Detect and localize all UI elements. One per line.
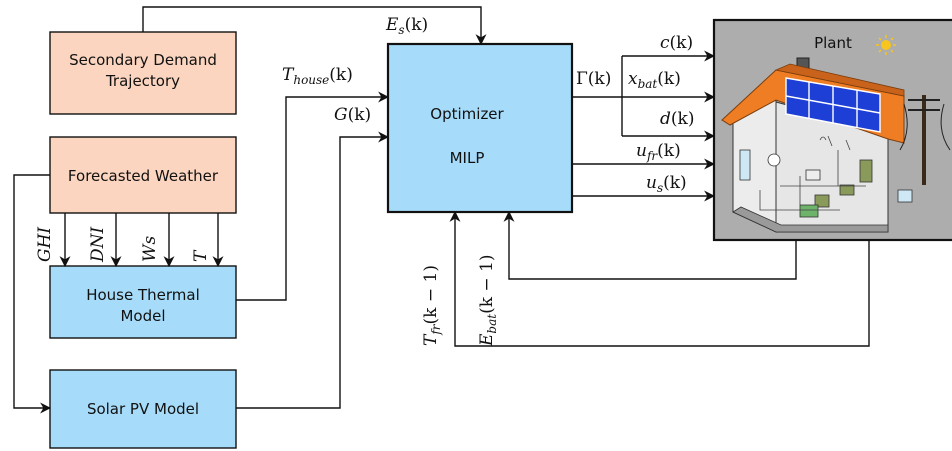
solar-pv-model-block: Solar PV Model xyxy=(49,369,237,449)
tfr-feedback-wire xyxy=(449,210,870,347)
ebat-label: Ebat(k − 1) xyxy=(477,254,499,347)
ufr-label: ufr(k) xyxy=(636,141,681,163)
g-label: G(k) xyxy=(334,105,371,125)
secondary-demand-label-line2: Trajectory xyxy=(105,72,180,90)
es-label: Es(k) xyxy=(385,15,428,37)
optimizer-block: Optimizer MILP xyxy=(386,42,574,214)
es-wire xyxy=(142,6,487,46)
us-label: us(k) xyxy=(646,173,687,195)
power-pole-icon xyxy=(899,95,951,185)
milp-label: MILP xyxy=(450,149,485,167)
weather-to-pv-wire xyxy=(13,174,52,414)
thouse-label: Thouse(k) xyxy=(282,65,353,87)
ebat-feedback-wire xyxy=(503,210,797,280)
forecasted-weather-block: Forecasted Weather xyxy=(49,136,237,214)
gamma-label: Γ(k) xyxy=(576,69,611,89)
secondary-demand-block: Secondary Demand Trajectory xyxy=(49,31,237,115)
house-thermal-label-line2: Model xyxy=(120,307,165,325)
secondary-demand-label-line1: Secondary Demand xyxy=(69,51,217,69)
plant-label: Plant xyxy=(814,34,852,52)
house-illustration xyxy=(721,35,951,233)
sun-icon xyxy=(876,35,896,55)
solar-pv-label: Solar PV Model xyxy=(87,400,199,418)
house-thermal-label-line1: House Thermal xyxy=(86,286,200,304)
dni-label: DNI xyxy=(88,226,108,263)
house-thermal-model-block: House Thermal Model xyxy=(49,265,237,339)
xbat-label: xbat(k) xyxy=(628,69,681,91)
g-wire xyxy=(236,131,390,409)
solar-panel-icon xyxy=(785,77,881,133)
ghi-label: GHI xyxy=(35,227,55,262)
thouse-wire xyxy=(236,91,390,301)
optimizer-label: Optimizer xyxy=(430,105,504,123)
t-label: T xyxy=(191,249,211,262)
ws-label: Ws xyxy=(140,236,160,262)
d-label: d(k) xyxy=(660,109,694,129)
c-label: c(k) xyxy=(660,33,693,53)
tfr-label: Tfr(k − 1) xyxy=(421,265,443,346)
forecasted-weather-label: Forecasted Weather xyxy=(68,167,219,185)
